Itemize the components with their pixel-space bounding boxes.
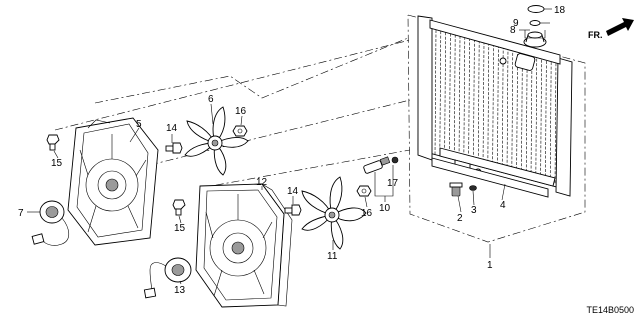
nut-16-upper xyxy=(232,125,248,137)
radiator-fin xyxy=(511,48,514,174)
callout-11: 11 xyxy=(327,251,338,262)
fan-shroud-upper xyxy=(67,117,159,246)
callout-14-upper: 14 xyxy=(166,123,178,134)
callout-5: 5 xyxy=(136,119,142,130)
radiator-fin xyxy=(535,54,538,180)
callout-16-lower: 16 xyxy=(361,208,373,219)
fan-upper xyxy=(184,106,249,176)
radiator-fin xyxy=(554,58,557,184)
callout-6: 6 xyxy=(208,94,214,105)
direction-label: FR. xyxy=(588,30,603,40)
fan-motor-lower xyxy=(143,257,192,299)
radiator-fin xyxy=(506,47,509,173)
bolt-15-upper xyxy=(46,134,60,151)
radiator-fin xyxy=(434,29,437,156)
fan-motor-upper xyxy=(31,200,70,246)
callout-3: 3 xyxy=(471,205,477,216)
radiator-fin xyxy=(477,40,480,166)
washer xyxy=(391,156,399,164)
radiator-fin xyxy=(545,56,547,182)
filler-neck-ring xyxy=(527,5,545,13)
callout-13: 13 xyxy=(174,285,186,296)
callout-4: 4 xyxy=(500,200,506,211)
radiator xyxy=(417,15,573,197)
lower-cushion xyxy=(431,157,549,198)
fan-lower xyxy=(301,176,367,250)
diagram-code: TE14B0500 xyxy=(586,305,634,315)
callout-8: 8 xyxy=(510,25,516,36)
radiator-fin xyxy=(449,33,451,159)
callout-12: 12 xyxy=(256,177,268,188)
radiator-fin xyxy=(473,39,475,165)
bolt-14-upper xyxy=(165,142,183,154)
bolt-15-lower xyxy=(172,199,186,216)
radiator-cap xyxy=(523,31,547,48)
bolt-14-lower xyxy=(284,204,302,216)
radiator-fin xyxy=(497,44,499,170)
nut-16-lower xyxy=(356,185,372,197)
callout-18: 18 xyxy=(554,5,566,16)
callout-16-upper: 16 xyxy=(235,106,247,117)
radiator-fin xyxy=(439,31,442,157)
o-ring xyxy=(469,185,477,191)
callout-numbers: 1 2 3 4 5 6 7 8 9 10 11 12 13 14 14 15 1… xyxy=(18,5,566,296)
radiator-fin xyxy=(453,34,456,160)
radiator-fin xyxy=(444,32,446,158)
callout-1: 1 xyxy=(487,260,493,271)
cap-seal xyxy=(529,20,541,26)
fan-shroud-lower xyxy=(195,183,293,308)
callout-10: 10 xyxy=(379,203,391,214)
radiator-fin xyxy=(482,41,485,167)
front-arrow-icon xyxy=(606,18,634,36)
radiator-fin xyxy=(458,35,461,161)
callout-9: 9 xyxy=(513,18,519,29)
radiator-fin xyxy=(530,52,533,179)
drain-plug xyxy=(449,182,463,197)
radiator-fin xyxy=(468,38,470,164)
front-direction-indicator: FR. xyxy=(588,18,634,40)
callout-14-lower: 14 xyxy=(287,186,299,197)
radiator-fin xyxy=(487,42,490,168)
radiator-fin xyxy=(516,49,518,175)
callout-15-upper: 15 xyxy=(51,158,63,169)
radiator-fin xyxy=(501,46,504,172)
callout-2: 2 xyxy=(457,213,463,224)
radiator-fin xyxy=(549,57,552,183)
temperature-switch xyxy=(363,156,391,174)
callout-7: 7 xyxy=(18,208,24,219)
radiator-fin xyxy=(492,43,494,169)
radiator-fin xyxy=(540,55,542,181)
radiator-assembly-outline xyxy=(407,14,586,243)
radiator-fin xyxy=(525,51,528,177)
leader-lines xyxy=(27,8,552,285)
callout-15-lower: 15 xyxy=(174,223,186,234)
radiator-fin xyxy=(463,36,466,162)
radiator-fin xyxy=(521,50,523,176)
callout-17: 17 xyxy=(387,178,399,189)
